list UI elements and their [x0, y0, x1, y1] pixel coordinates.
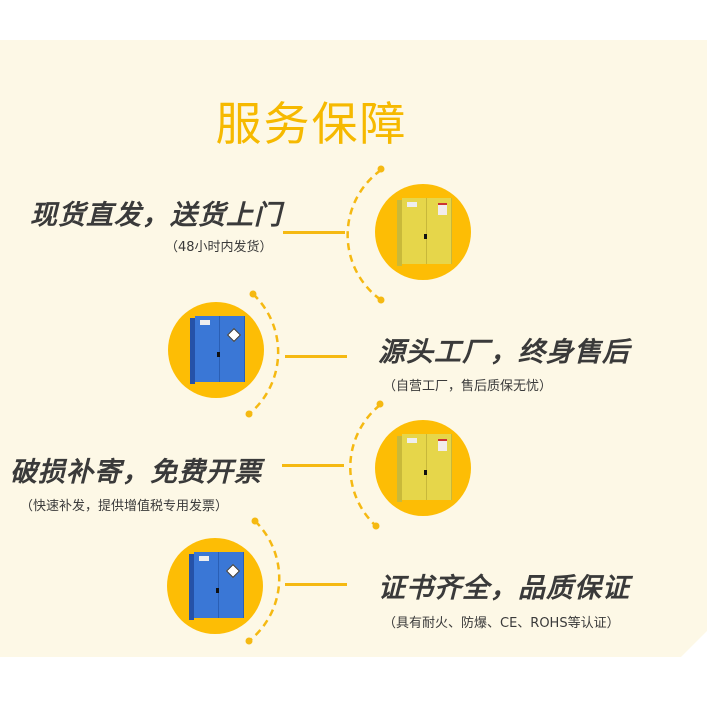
service-2-connector [285, 355, 347, 358]
service-1-connector [283, 231, 345, 234]
panel-corner [681, 631, 707, 657]
service-3-connector [282, 464, 344, 467]
service-2-title: 源头工厂，终身售后 [378, 337, 630, 368]
blue-corrosive-cabinet-icon [189, 552, 244, 620]
service-4-connector [285, 583, 347, 586]
service-3-image-circle [375, 420, 471, 516]
service-1-subtitle: （48小时内发货） [165, 240, 273, 255]
service-2-subtitle: （自营工厂，售后质保无忧） [383, 379, 553, 394]
service-4-title: 证书齐全，品质保证 [378, 573, 630, 604]
service-3-subtitle: （快速补发，提供增值税专用发票） [20, 499, 229, 514]
page-title-text: 服务保障 [215, 97, 408, 151]
service-panel [0, 40, 707, 657]
yellow-safety-cabinet-icon [397, 198, 452, 266]
service-4-subtitle: （具有耐火、防爆、CE、ROHS等认证） [383, 616, 620, 631]
service-2-image-circle [168, 302, 264, 398]
service-3-title: 破损补寄，免费开票 [10, 457, 262, 488]
service-1-title: 现货直发，送货上门 [30, 200, 282, 231]
page-title: 服务保障 [0, 88, 707, 154]
service-4-image-circle [167, 538, 263, 634]
service-1-image-circle [375, 184, 471, 280]
yellow-safety-cabinet-icon [397, 434, 452, 502]
blue-corrosive-cabinet-icon [190, 316, 245, 384]
